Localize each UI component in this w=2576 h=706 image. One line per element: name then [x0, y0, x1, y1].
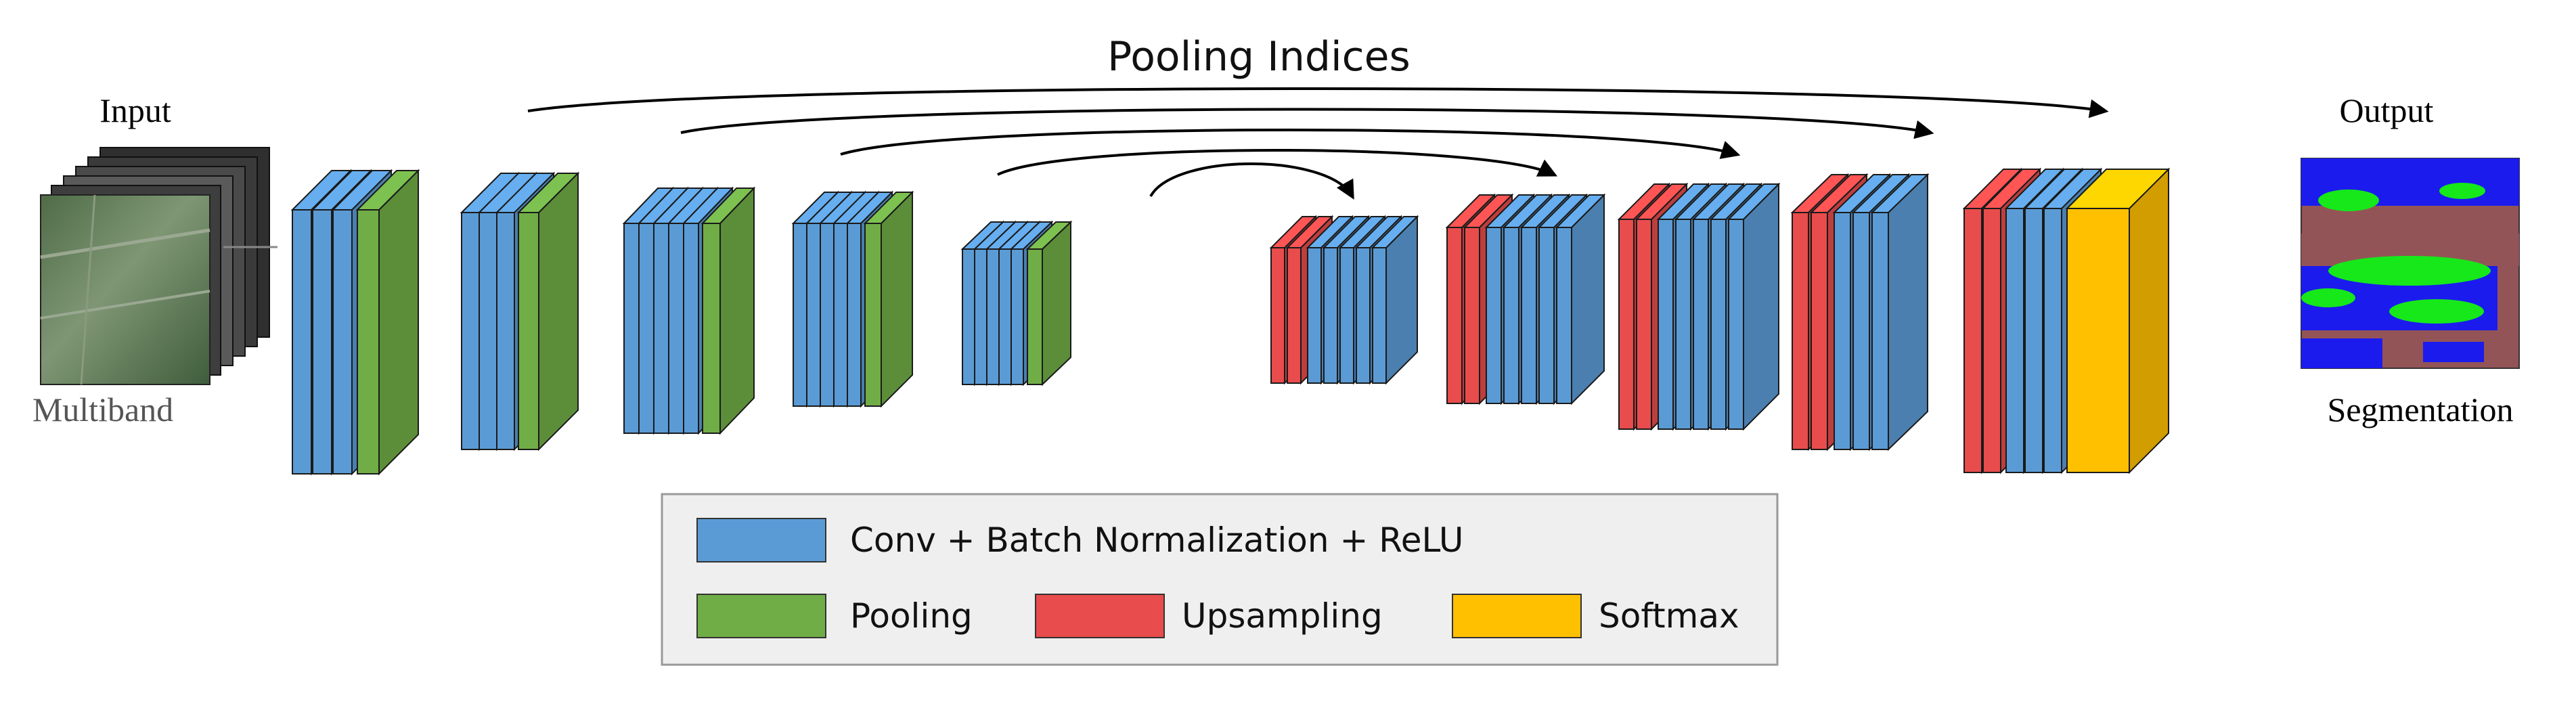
encoder-4-conv-5	[847, 223, 862, 407]
pooling-index-arc-1	[527, 87, 2109, 118]
decoder-1-conv-5	[1372, 247, 1387, 384]
decoder-5-conv-3	[2043, 208, 2062, 473]
decoder-4-conv-3-side	[1888, 173, 1928, 451]
encoder-3-conv-1	[623, 223, 640, 434]
pooling-index-arc-3	[840, 129, 1741, 159]
decoder-2-conv-3	[1521, 227, 1537, 404]
encoder-1-conv-3	[332, 209, 353, 475]
encoder-4-conv-3	[820, 223, 835, 407]
encoder-2-pool-1	[518, 212, 539, 450]
legend-label-upsampling: Upsampling	[1182, 596, 1383, 636]
decoder-1-conv-2	[1323, 247, 1338, 384]
decoder-2-conv-1	[1486, 227, 1502, 404]
encoder-3-conv-5	[683, 223, 699, 434]
decoder-5-conv-1	[2005, 208, 2024, 473]
legend-label-softmax: Softmax	[1599, 596, 1739, 636]
decoder-4-conv-1	[1834, 212, 1851, 450]
encoder-2-conv-2	[479, 212, 497, 450]
encoder-3-conv-4	[668, 223, 684, 434]
softmax-layer	[2066, 208, 2130, 473]
encoder-4-pool-1	[864, 223, 882, 407]
decoder-1-conv-1	[1307, 247, 1322, 384]
encoder-5-conv-2	[974, 248, 987, 385]
decoder-3-conv-4	[1710, 219, 1727, 430]
softmax-layer-side	[2129, 167, 2169, 475]
encoder-4-conv-1	[793, 223, 807, 407]
encoder-5-conv-4	[998, 248, 1012, 385]
decoder-3-conv-5	[1728, 219, 1744, 430]
decoder-3-conv-5-side	[1743, 182, 1779, 431]
output-segmentation-image	[2301, 158, 2520, 369]
encoder-1-pool-1	[357, 209, 380, 475]
encoder-5-conv-1	[962, 248, 975, 385]
input-satellite-image	[40, 194, 210, 385]
encoder-1-conv-2	[312, 209, 332, 475]
decoder-4-upsample-1	[1792, 212, 1809, 450]
input-label: Input	[99, 91, 171, 129]
network-layers	[290, 167, 2171, 476]
encoder-5-pool-1	[1027, 248, 1043, 385]
pooling-index-arc-4	[997, 149, 1558, 177]
encoder-3-pool-1-side	[719, 186, 755, 435]
encoder-2-conv-3	[496, 212, 515, 450]
decoder-2-conv-2	[1503, 227, 1519, 404]
output-caption: Segmentation	[2328, 391, 2514, 428]
pooling-index-arc-2	[680, 108, 1934, 139]
decoder-5-conv-2	[2024, 208, 2043, 473]
encoder-3-conv-2	[638, 223, 654, 434]
encoder-1-conv-1	[292, 209, 312, 475]
encoder-3-conv-3	[653, 223, 669, 434]
encoder-4-conv-4	[833, 223, 848, 407]
encoder-2-conv-1	[461, 212, 480, 450]
encoder-5-pool-1-side	[1042, 220, 1071, 387]
decoder-3-upsample-2	[1636, 219, 1652, 430]
legend-label-conv: Conv + Batch Normalization + ReLU	[850, 521, 1463, 560]
input-caption: Multiband	[32, 391, 173, 428]
legend-box	[661, 493, 1779, 666]
decoder-3-conv-1	[1658, 219, 1674, 430]
decoder-4-upsample-2	[1811, 212, 1828, 450]
pooling-indices-arcs	[527, 87, 2109, 200]
legend-swatch-upsampling	[1035, 594, 1165, 638]
decoder-2-conv-5	[1556, 227, 1572, 404]
decoder-1-conv-4	[1356, 247, 1371, 384]
decoder-3-upsample-1	[1618, 219, 1635, 430]
decoder-3-conv-3	[1693, 219, 1709, 430]
encoder-2-pool-1-side	[538, 171, 579, 451]
legend-label-pooling: Pooling	[850, 596, 973, 636]
decoder-4-conv-3	[1871, 212, 1889, 450]
encoder-3-pool-1	[702, 223, 721, 434]
diagram-title: Pooling Indices	[1107, 33, 1411, 81]
decoder-2-upsample-2	[1464, 227, 1480, 404]
decoder-2-upsample-1	[1446, 227, 1463, 404]
encoder-4-conv-2	[806, 223, 821, 407]
legend-swatch-pooling	[696, 594, 826, 638]
encoder-5-conv-5	[1011, 248, 1024, 385]
decoder-2-conv-4	[1538, 227, 1555, 404]
decoder-3-conv-2	[1675, 219, 1691, 430]
decoder-2-conv-5-side	[1571, 193, 1605, 405]
legend: Conv + Batch Normalization + ReLU Poolin…	[661, 493, 1779, 666]
decoder-1-upsample-1	[1270, 247, 1285, 384]
decoder-1-upsample-2	[1287, 247, 1302, 384]
output-label: Output	[2340, 91, 2434, 129]
encoder-1-pool-1-side	[378, 169, 419, 476]
decoder-4-conv-2	[1852, 212, 1870, 450]
pooling-index-arc-5	[1149, 162, 1354, 200]
input-multiband-image-stack	[40, 147, 277, 385]
legend-swatch-softmax	[1452, 594, 1582, 638]
decoder-5-upsample-2	[1982, 208, 2001, 473]
legend-swatch-conv	[696, 518, 826, 562]
encoder-4-pool-1-side	[881, 190, 913, 408]
encoder-5-conv-3	[986, 248, 1000, 385]
decoder-5-upsample-1	[1963, 208, 1982, 473]
decoder-1-conv-3	[1339, 247, 1354, 384]
